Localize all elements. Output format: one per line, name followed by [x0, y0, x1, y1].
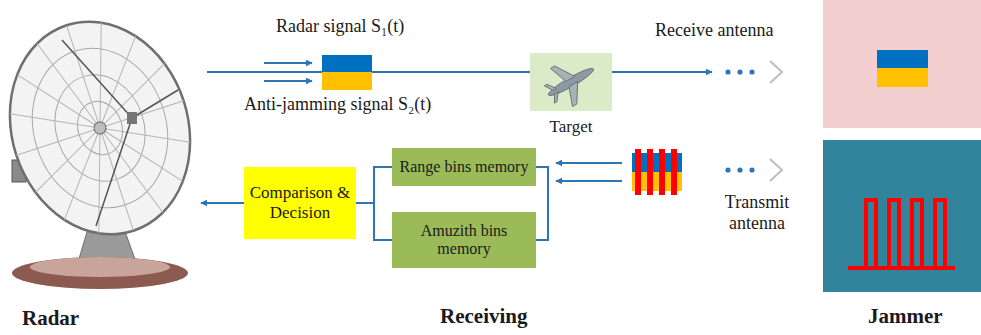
anti-jamming-block: [322, 72, 372, 90]
radar-signal-block: [322, 55, 372, 72]
signal-arrow: [264, 62, 312, 64]
box-text: Range bins memory: [396, 158, 533, 176]
antenna-label: Transmit antenna: [712, 192, 802, 233]
antenna-chevron: [770, 159, 782, 181]
section-title: Radar: [22, 306, 79, 330]
radar-dish: [0, 0, 217, 289]
section-title: Receiving: [440, 304, 527, 328]
radar-signal-block: [877, 50, 928, 68]
antenna-chevron: [770, 61, 782, 83]
target-box: Target: [530, 53, 612, 111]
jammer-transmit-panel: [823, 140, 981, 292]
jammed-signal-block: [632, 149, 682, 195]
anti-jamming-block: [877, 68, 928, 87]
return-arrow: [556, 162, 622, 164]
section-title: Jammer: [868, 304, 943, 328]
signal-label: Radar signal S₁(t): [276, 16, 404, 37]
memory-box: Range bins memory: [392, 148, 536, 186]
ellipsis-dots: [725, 167, 754, 172]
input-bracket: [536, 167, 548, 240]
plane-icon: [537, 50, 604, 114]
jammer-receive-panel: [823, 0, 981, 128]
ellipsis-dots: [725, 69, 754, 74]
bracket-connector: [356, 167, 392, 203]
box-text: Target: [546, 117, 597, 137]
signal-arrow: [264, 80, 312, 82]
signal-line: [207, 71, 712, 73]
antenna-label: Receive antenna: [655, 20, 773, 41]
decision-box: Comparison & Decision: [244, 167, 356, 239]
box-text: Amuzith bins memory: [392, 222, 536, 259]
signal-label: Anti-jamming signal S₂(t): [244, 94, 431, 115]
target-box: [530, 53, 612, 111]
memory-box: Amuzith bins memory: [392, 212, 536, 268]
bracket-connector: [356, 203, 392, 240]
jamming-pulses: [848, 200, 955, 268]
box-text: Comparison & Decision: [244, 183, 356, 222]
return-arrow: [556, 180, 622, 182]
decision-arrow: [201, 202, 244, 204]
